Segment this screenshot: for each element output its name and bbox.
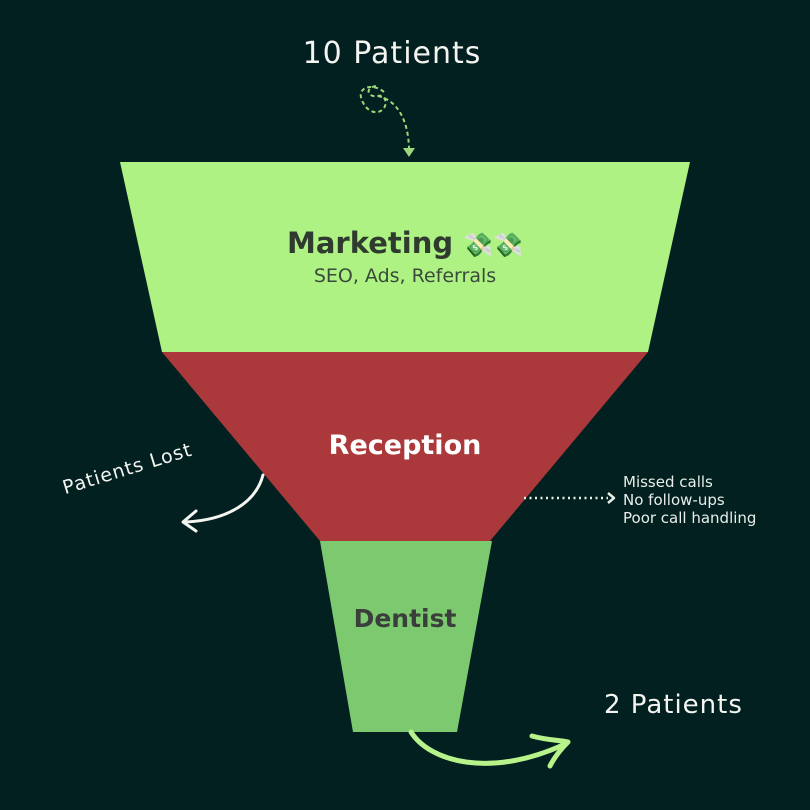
output-arrow-icon bbox=[408, 729, 571, 769]
dentist-stage bbox=[320, 541, 492, 732]
dotted-issues-arrow-icon bbox=[524, 492, 616, 504]
marketing-stage bbox=[120, 162, 690, 352]
marketing-label: Marketing bbox=[287, 226, 454, 260]
output-patient-count: 2 Patients bbox=[604, 690, 743, 720]
input-patient-count: 10 Patients bbox=[302, 36, 482, 71]
money-with-wings-icon: 💸💸 bbox=[463, 231, 523, 259]
issue-item: Poor call handling bbox=[623, 509, 757, 527]
marketing-subtitle: SEO, Ads, Referrals bbox=[313, 265, 497, 287]
reception-title: Reception bbox=[328, 430, 482, 461]
reception-stage bbox=[162, 352, 648, 541]
issue-item: Missed calls bbox=[623, 473, 713, 491]
dashed-entry-arrow-icon bbox=[359, 85, 415, 157]
marketing-title: Marketing 💸💸 bbox=[205, 226, 605, 260]
reception-issues-list: Missed calls No follow-ups Poor call han… bbox=[623, 473, 756, 527]
dentist-title: Dentist bbox=[353, 604, 457, 633]
issue-item: No follow-ups bbox=[623, 491, 725, 509]
lost-arrow-icon bbox=[181, 473, 265, 533]
